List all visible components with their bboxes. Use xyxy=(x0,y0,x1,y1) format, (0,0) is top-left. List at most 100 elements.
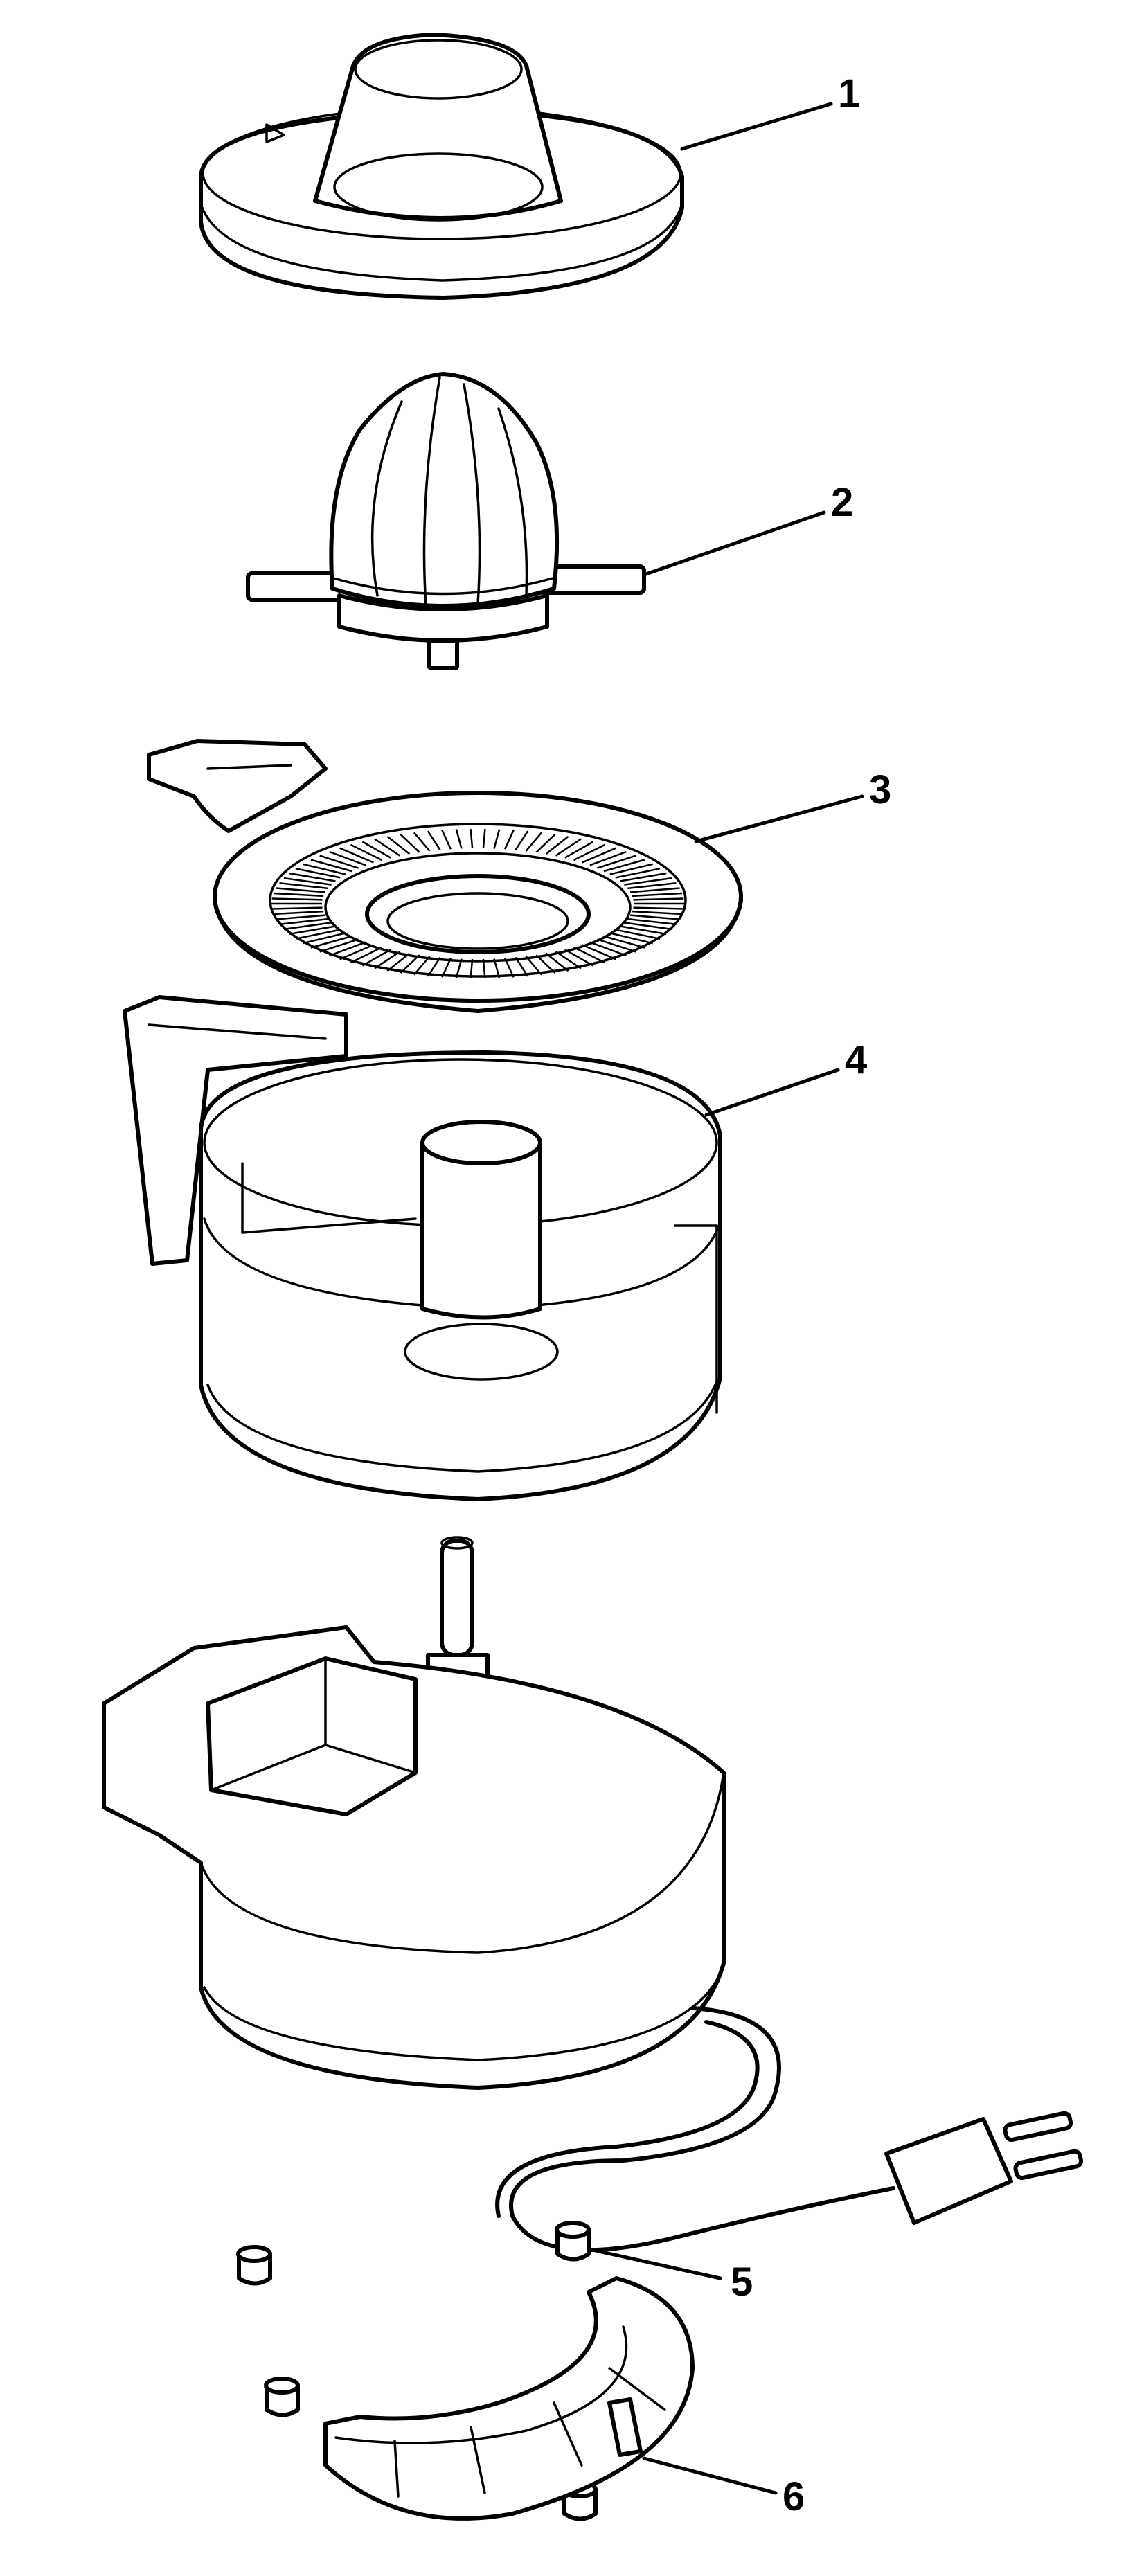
strainer-rib xyxy=(609,932,653,945)
leader-lines xyxy=(593,102,864,2495)
strainer-rib xyxy=(633,897,684,901)
strainer-rib xyxy=(310,859,352,873)
part-5-rubber-feet xyxy=(236,2221,598,2521)
callout-5: 5 xyxy=(731,2260,753,2305)
strainer-rib xyxy=(493,829,501,849)
strainer-rib xyxy=(276,914,326,920)
strainer-rib xyxy=(273,892,324,897)
strainer-rib xyxy=(303,932,346,945)
strainer-rib xyxy=(620,925,667,936)
strainer-rib xyxy=(573,843,606,861)
strainer-rib xyxy=(555,838,582,857)
strainer-rib xyxy=(400,954,420,974)
strainer-rib xyxy=(339,944,374,960)
strainer-rib xyxy=(582,847,616,864)
strainer-rib xyxy=(455,829,463,849)
strainer-rib xyxy=(503,830,515,850)
strainer-rib xyxy=(615,929,661,940)
strainer-rib xyxy=(295,868,341,879)
strainer-rib xyxy=(350,946,383,964)
strainer-rib xyxy=(271,906,323,910)
strainer-rib xyxy=(310,935,352,949)
strainer-rib xyxy=(427,956,441,977)
strainer-rib xyxy=(624,922,672,931)
strainer-rib xyxy=(564,841,594,859)
strainer-rib xyxy=(386,952,411,972)
callout-3: 3 xyxy=(869,767,891,812)
strainer-rib xyxy=(632,892,683,897)
strainer-rib xyxy=(582,944,616,960)
callout-2: 2 xyxy=(831,480,853,525)
part-4-juice-container xyxy=(123,995,722,1501)
strainer-rib xyxy=(400,833,420,853)
strainer-rib xyxy=(283,877,332,886)
strainer-rib xyxy=(515,830,529,851)
strainer-rib xyxy=(535,954,556,974)
strainer-rib xyxy=(609,863,653,875)
strainer-rib xyxy=(597,938,636,953)
strainer-rib xyxy=(632,910,683,915)
strainer-rib xyxy=(319,855,359,869)
strainer-rib xyxy=(319,938,359,953)
strainer-rib-lines xyxy=(271,828,684,979)
strainer-rib xyxy=(482,958,486,979)
strainer-rib xyxy=(283,922,332,931)
strainer-rib xyxy=(295,929,341,940)
strainer-rib xyxy=(597,855,636,869)
callout-4: 4 xyxy=(845,1037,867,1082)
strainer-rib xyxy=(627,918,677,926)
strainer-rib xyxy=(525,956,543,976)
callout-6: 6 xyxy=(783,2474,805,2519)
strainer-rib xyxy=(289,925,336,936)
strainer-rib xyxy=(413,956,431,976)
strainer-rib xyxy=(279,882,328,890)
strainer-rib xyxy=(627,882,677,890)
strainer-rib xyxy=(470,828,474,849)
strainer-rib xyxy=(427,830,441,851)
strainer-rib xyxy=(624,877,672,886)
strainer-rib xyxy=(555,951,582,969)
strainer-rib xyxy=(629,914,680,920)
strainer-rib xyxy=(350,843,383,861)
strainer-rib xyxy=(603,859,645,873)
strainer-rib xyxy=(276,887,326,893)
callout-1: 1 xyxy=(838,71,860,116)
strainer-rib xyxy=(361,841,391,859)
strainer-rib xyxy=(525,832,543,852)
strainer-rib xyxy=(535,833,556,853)
strainer-rib xyxy=(589,941,627,957)
strainer-rib xyxy=(289,872,336,882)
part-6-cord-holder xyxy=(323,2276,695,2521)
strainer-rib xyxy=(329,941,366,957)
strainer-rib xyxy=(374,838,401,857)
strainer-rib xyxy=(455,958,463,978)
strainer-rib xyxy=(545,952,569,972)
strainer-rib xyxy=(271,897,323,901)
strainer-rib xyxy=(620,872,667,882)
strainer-rib xyxy=(339,847,374,864)
strainer-rib xyxy=(589,850,627,866)
strainer-rib xyxy=(413,832,431,852)
motor-base xyxy=(102,1536,1084,2253)
strainer-rib xyxy=(633,906,684,910)
strainer-rib xyxy=(545,835,569,855)
strainer-rib xyxy=(503,958,515,978)
strainer-rib xyxy=(482,828,486,849)
strainer-rib xyxy=(615,868,661,879)
strainer-rib xyxy=(470,958,474,979)
strainer-rib xyxy=(279,918,328,926)
strainer-rib xyxy=(629,887,680,893)
strainer-rib xyxy=(564,949,594,967)
strainer-rib xyxy=(374,951,401,969)
strainer-rib xyxy=(386,835,411,855)
strainer-rib xyxy=(329,850,366,866)
strainer-rib xyxy=(603,935,645,949)
strainer-rib xyxy=(493,958,501,978)
strainer-rib xyxy=(441,958,452,978)
strainer-rib xyxy=(441,830,452,850)
strainer-rib xyxy=(303,863,346,875)
strainer-rib xyxy=(573,946,606,964)
strainer-rib xyxy=(361,949,391,967)
strainer-rib xyxy=(273,910,324,915)
part-2-reamer-cone xyxy=(246,372,646,670)
